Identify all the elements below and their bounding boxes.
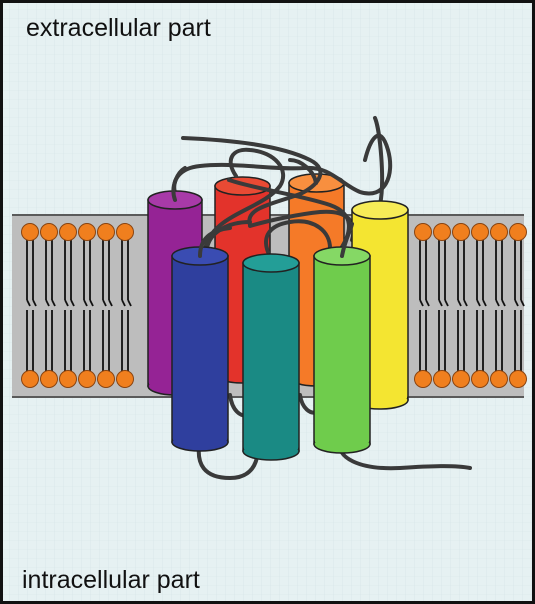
- lipid-head: [453, 371, 470, 388]
- lipid-head: [510, 371, 527, 388]
- helix-6: [243, 254, 299, 460]
- lipid-head: [453, 224, 470, 241]
- helix-7: [314, 247, 370, 453]
- lipid-head: [98, 371, 115, 388]
- lipid-head: [117, 371, 134, 388]
- lipid-head: [415, 371, 432, 388]
- lipid-head: [491, 371, 508, 388]
- lipid-head: [41, 224, 58, 241]
- lipid-head: [510, 224, 527, 241]
- lipid-head: [117, 224, 134, 241]
- lipid-head: [22, 371, 39, 388]
- lipid-head: [60, 224, 77, 241]
- lipid-head: [415, 224, 432, 241]
- lipid-head: [472, 371, 489, 388]
- lipid-head: [79, 224, 96, 241]
- lipid-head: [434, 224, 451, 241]
- lipid-head: [22, 224, 39, 241]
- lipid-head: [434, 371, 451, 388]
- lipid-head: [472, 224, 489, 241]
- lipid-head: [491, 224, 508, 241]
- helix-5: [172, 247, 228, 451]
- lipid-head: [41, 371, 58, 388]
- intracellular-label: intracellular part: [22, 566, 200, 595]
- lipid-head: [79, 371, 96, 388]
- lipid-head: [98, 224, 115, 241]
- extracellular-label: extracellular part: [26, 14, 211, 43]
- lipid-head: [60, 371, 77, 388]
